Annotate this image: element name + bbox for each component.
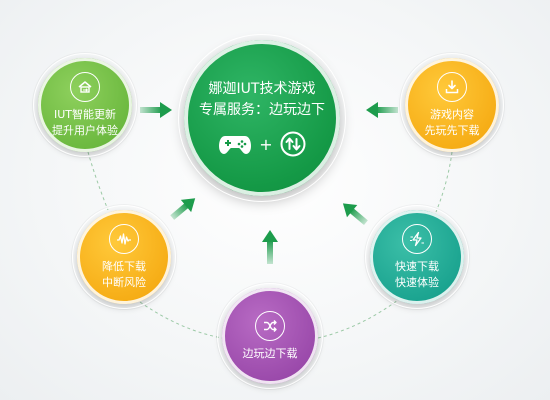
center-icons: + xyxy=(218,131,306,157)
feature-line-1: 降低下载 xyxy=(102,259,146,273)
shuffle-icon xyxy=(255,310,285,341)
dashed-link-update-risk xyxy=(87,151,109,211)
waveform-icon xyxy=(109,223,139,254)
feature-line-2: 快速体验 xyxy=(395,275,439,289)
feature-line-1: 快速下载 xyxy=(395,259,439,273)
up-down-arrows-icon xyxy=(280,131,306,157)
feature-line-1: IUT智能更新 xyxy=(53,107,116,121)
arrow-fast xyxy=(342,203,368,226)
arrow-risk xyxy=(170,198,196,220)
feature-line-2: 中断风险 xyxy=(102,275,146,289)
dashed-link-risk-play xyxy=(139,301,223,339)
gamepad-icon xyxy=(218,133,252,155)
iut-update-icon xyxy=(70,71,100,102)
feature-play-while-download: 边玩边下载 xyxy=(217,283,323,389)
dashed-link-download-fast xyxy=(435,151,453,213)
download-tray-icon xyxy=(437,71,467,102)
feature-line-2: 提升用户体验 xyxy=(52,123,118,137)
arrow-update xyxy=(140,102,172,118)
feature-play-first: 游戏内容 先玩先下载 xyxy=(400,53,504,157)
center-title: 娜迦IUT技术游戏 xyxy=(208,81,316,97)
arrow-download xyxy=(366,102,398,118)
center-subtitle: 专属服务：边玩边下 xyxy=(199,102,325,118)
plus-sign: + xyxy=(259,134,273,154)
feature-reduce-risk: 降低下载 中断风险 xyxy=(72,205,176,309)
feature-fast-download: 快速下载 快速体验 xyxy=(365,205,469,309)
feature-line-1: 游戏内容 xyxy=(430,107,474,121)
center-hub: 娜迦IUT技术游戏 专属服务：边玩边下 + xyxy=(178,34,346,202)
dashed-link-play-fast xyxy=(317,299,399,339)
feature-line-2: 先玩先下载 xyxy=(424,123,480,137)
arrow-play xyxy=(262,230,278,264)
feature-line-1: 边玩边下载 xyxy=(242,346,298,360)
feature-iut-update: IUT智能更新 提升用户体验 xyxy=(33,53,137,157)
lightning-icon xyxy=(402,223,432,254)
